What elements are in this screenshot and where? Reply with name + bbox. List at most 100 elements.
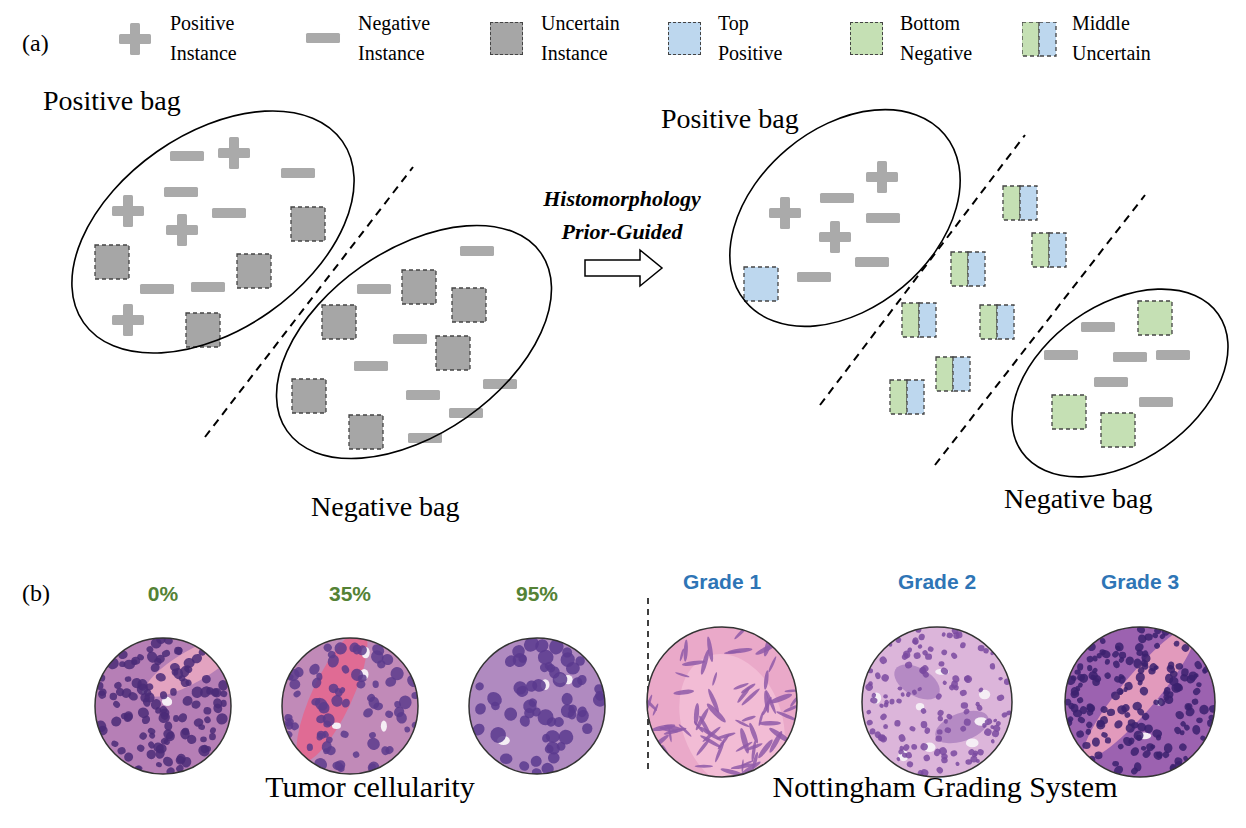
nucleus <box>764 689 777 714</box>
negative-instance <box>1156 350 1190 360</box>
nucleus <box>1133 658 1142 669</box>
nucleus <box>679 648 685 661</box>
histology-circle: Grade 3 <box>1061 568 1219 781</box>
negative-instance <box>855 257 889 267</box>
histology-circle: 95% <box>465 580 609 778</box>
nucleus <box>917 686 923 692</box>
nucleus <box>659 726 679 734</box>
nucleus <box>1092 678 1101 687</box>
tissue-ground <box>469 638 605 774</box>
nucleus <box>114 686 126 698</box>
nucleus <box>940 649 948 657</box>
middle-uncertain-instance <box>1020 186 1037 220</box>
legend-swatch <box>850 22 883 55</box>
nucleus <box>567 709 578 720</box>
tissue <box>862 626 1012 777</box>
nucleus <box>120 712 129 721</box>
nucleus <box>1152 729 1163 739</box>
nucleus <box>190 699 201 710</box>
nucleus <box>711 672 718 686</box>
nucleus <box>1141 749 1152 760</box>
legend-label: Negative Instance <box>358 8 430 68</box>
stroma-band <box>1072 615 1209 768</box>
nucleus <box>530 766 544 779</box>
nucleus <box>1180 730 1185 736</box>
nucleus <box>1085 720 1094 729</box>
nucleus <box>900 692 905 698</box>
panel-letter: (a) <box>22 28 49 58</box>
nucleus <box>321 740 333 753</box>
nucleus <box>784 689 801 693</box>
nucleus <box>513 681 527 695</box>
nucleus <box>339 729 349 739</box>
positive-instance <box>123 195 133 227</box>
nucleus <box>935 735 942 742</box>
nucleus <box>380 745 390 756</box>
nucleus <box>160 736 170 745</box>
nucleus <box>1152 750 1164 762</box>
nucleus <box>1077 663 1084 671</box>
middle-uncertain-instance <box>1003 186 1020 220</box>
nucleus <box>959 641 966 648</box>
nucleus <box>938 661 945 667</box>
circle-outline <box>862 627 1012 777</box>
negative-instance <box>1094 377 1128 387</box>
negative-instance <box>281 168 315 178</box>
positive-instance <box>177 214 187 246</box>
positive-instance <box>830 221 840 253</box>
nucleus <box>1087 665 1093 672</box>
circle-outline <box>469 638 605 774</box>
nucleus <box>340 664 350 675</box>
negative-instance <box>164 187 198 197</box>
nucleus <box>1192 687 1202 697</box>
nucleus <box>738 727 750 754</box>
legend-swatch <box>668 22 701 55</box>
bag-label: Negative bag <box>1001 482 1156 516</box>
nucleus <box>920 721 927 729</box>
nucleus <box>547 752 560 764</box>
nucleus <box>321 711 337 728</box>
nucleus <box>1192 725 1201 735</box>
circle-heading: Grade 2 <box>858 568 1016 596</box>
middle-uncertain-instance <box>1032 233 1049 267</box>
lumen <box>381 721 387 732</box>
nucleus <box>683 639 688 661</box>
nucleus <box>328 683 338 693</box>
nucleus <box>574 707 592 725</box>
nucleus <box>161 649 171 659</box>
nucleus <box>1105 737 1112 744</box>
nucleus <box>902 650 911 660</box>
lumen <box>164 698 172 705</box>
nucleus <box>941 757 949 764</box>
positive-instance <box>130 23 140 55</box>
nucleus <box>1138 685 1150 697</box>
separator-line <box>935 195 1145 465</box>
bag-label: Positive bag <box>40 84 184 118</box>
circle-outline <box>1065 627 1215 777</box>
bag-label: Negative bag <box>308 490 463 524</box>
nucleus <box>156 634 166 644</box>
nucleus <box>185 679 193 687</box>
nucleus <box>1075 729 1085 738</box>
circle-heading: Grade 3 <box>1061 568 1219 596</box>
nucleus <box>1187 670 1199 682</box>
nucleus <box>111 740 120 748</box>
nucleus <box>332 761 344 771</box>
nucleus <box>905 691 911 697</box>
nucleus <box>561 693 573 706</box>
positive-instance <box>229 137 239 169</box>
uncertain-instance <box>291 207 325 241</box>
nucleus <box>138 731 148 741</box>
stroma-band <box>888 657 945 706</box>
nucleus <box>212 697 224 710</box>
nucleus <box>866 719 874 727</box>
negative-instance <box>483 379 517 389</box>
nucleus <box>948 683 956 691</box>
middle-uncertain-instance <box>902 303 919 337</box>
nucleus <box>1113 641 1125 653</box>
middle-uncertain-instance <box>1022 22 1039 56</box>
negative-instance <box>393 334 427 344</box>
nucleus <box>993 718 998 723</box>
nucleus <box>1076 696 1084 704</box>
